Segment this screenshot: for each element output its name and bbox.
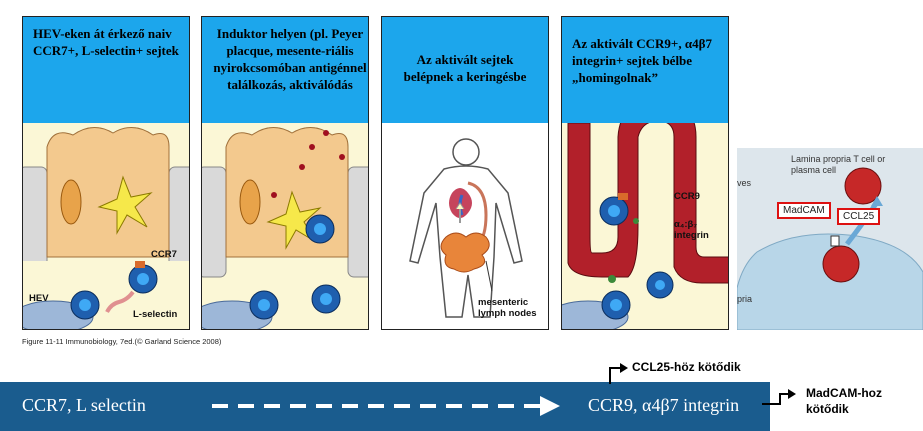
bottom-right-text: CCR9, α4β7 integrin (588, 395, 740, 415)
bottom-left-text: CCR7, L selectin (22, 395, 146, 415)
bottom-bar (0, 382, 770, 431)
a4b7-integrin-label: α₄:β₇ integrin (674, 219, 709, 241)
step-arrow-3 (551, 208, 561, 232)
mesenteric-label: mesenteric lymph nodes (478, 297, 537, 319)
panel-4: Az aktivált CCR9+, α4β7 integrin+ sejtek… (561, 16, 729, 330)
hev-label: HEV (29, 293, 49, 304)
dashed-arrow (212, 396, 560, 416)
ccr7-label: CCR7 (151, 249, 177, 260)
step-arrow-1 (191, 208, 201, 232)
step-arrow-2 (371, 208, 381, 232)
panel-4-caption: Az aktivált CCR9+, α4β7 integrin+ sejtek… (562, 17, 728, 123)
panel-4-gut-illustration (562, 100, 728, 329)
panel-3: Az aktivált sejtek belépnek a keringésbe… (381, 16, 549, 330)
photo-pria-label: pria (737, 294, 753, 304)
madcam-note-line2: kötődik (806, 402, 849, 416)
photo-illustration (737, 167, 923, 330)
ccl25-note: CCL25-höz kötődik (632, 360, 741, 374)
panel-2-caption: Induktor helyen (pl. Peyer placque, mese… (202, 17, 368, 123)
panel-3-body-illustration (409, 138, 523, 318)
panel-3-caption: Az aktivált sejtek belépnek a keringésbe (382, 17, 548, 123)
panel-1: HEV-eken át érkező naiv CCR7+, L-selecti… (22, 16, 190, 330)
photo-ves-label: ves (737, 178, 752, 188)
panel-1-caption: HEV-eken át érkező naiv CCR7+, L-selecti… (23, 17, 189, 123)
figure-credit: Figure 11-11 Immunobiology, 7ed.(© Garla… (22, 337, 222, 346)
ccr9-label: CCR9 (674, 191, 700, 202)
l-selectin-label: L-selectin (133, 309, 178, 320)
panel-2-illustration (202, 127, 368, 329)
lamina-propria-label: Lamina propria T cell or plasma cell (791, 154, 886, 175)
photo-panel: Lamina propria T cell or plasma cell ves… (737, 148, 923, 330)
madcam-note-line1: MadCAM-hoz (806, 386, 882, 400)
madcam-box: MadCAM (777, 202, 831, 219)
panel-1-illustration (23, 123, 189, 329)
panel-2: Induktor helyen (pl. Peyer placque, mese… (201, 16, 369, 330)
ccl25-box: CCL25 (837, 208, 881, 225)
